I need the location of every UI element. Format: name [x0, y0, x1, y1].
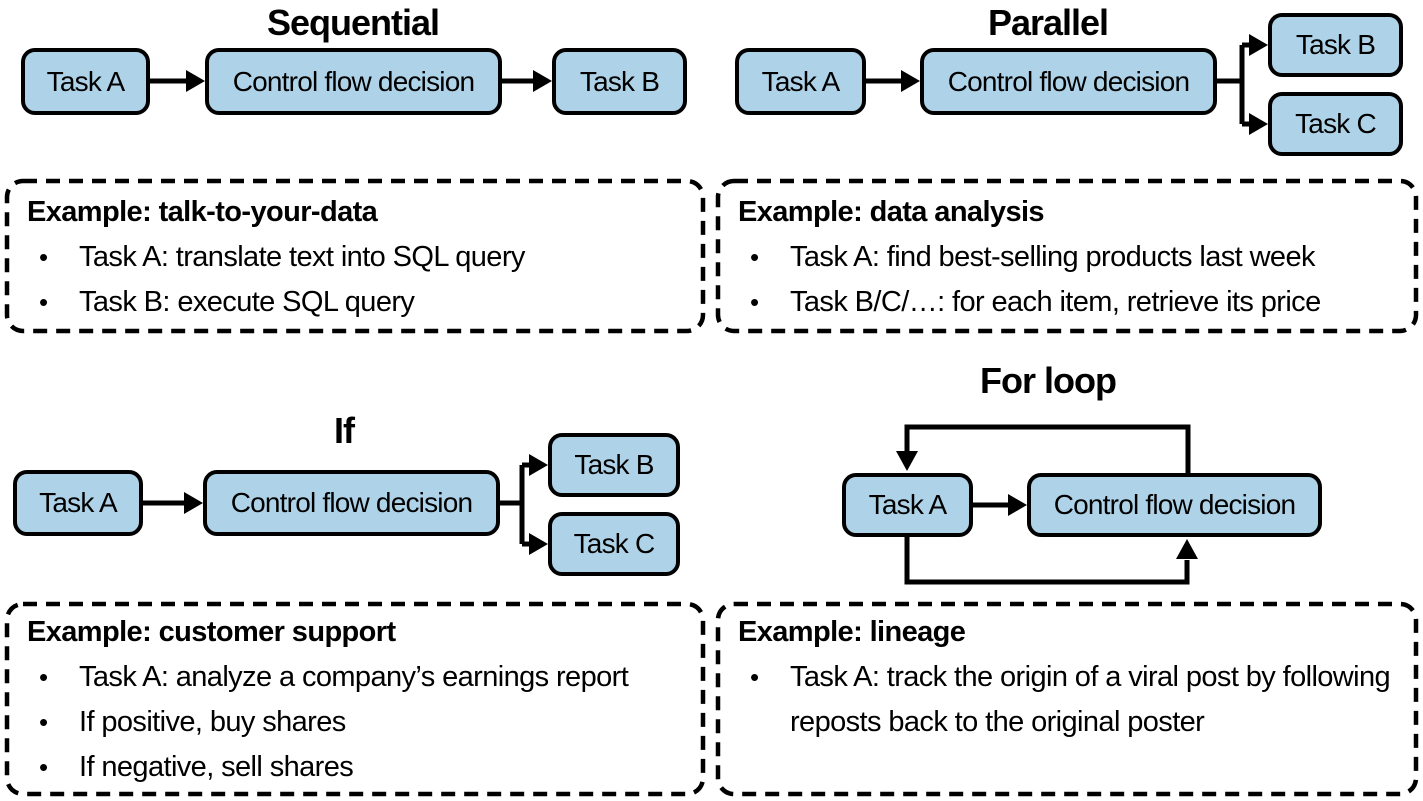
bullet-text: If negative, sell shares: [79, 751, 354, 783]
bullet-icon: •: [750, 242, 760, 272]
arrow-parallel-taska-to-decision: [866, 70, 920, 92]
node-label: Task A: [868, 489, 947, 520]
loop-back-top-connector: [896, 424, 1191, 473]
example-box-data-analysis: Example: data analysis • Task A: find be…: [718, 181, 1416, 331]
example-box-lineage: Example: lineage • Task A: track the ori…: [718, 604, 1416, 794]
bullet-text: Task B/C/…: for each item, retrieve its …: [790, 286, 1321, 318]
arrow-forloop-taska-to-decision: [973, 494, 1027, 516]
node-control-flow-decision: Control flow decision: [1027, 473, 1322, 537]
bullet-icon: •: [39, 752, 49, 782]
node-task-a: Task A: [21, 48, 150, 115]
diagram-title-parallel: Parallel: [987, 2, 1109, 43]
example-bullet: • Task A: find best-selling products las…: [738, 235, 1398, 280]
arrow-sequential-taska-to-decision: [150, 70, 205, 92]
node-control-flow-decision: Control flow decision: [205, 48, 502, 115]
example-box-borders: [4, 178, 1419, 797]
node-label: Task A: [46, 65, 125, 97]
bullet-icon: •: [750, 662, 760, 692]
example-heading: Example: customer support: [27, 616, 396, 648]
node-label: Control flow decision: [230, 487, 473, 518]
bullet-text: Task A: analyze a company’s earnings rep…: [79, 661, 629, 693]
example-border-customer-support: [4, 601, 706, 797]
node-label: Task C: [573, 528, 656, 559]
example-bullet: • If negative, sell shares: [27, 745, 685, 790]
node-task-b: Task B: [552, 48, 687, 115]
node-label: Task B: [579, 65, 660, 97]
diagram-title-sequential: Sequential: [266, 2, 440, 43]
node-task-a: Task A: [735, 48, 866, 115]
node-task-a: Task A: [842, 473, 973, 537]
node-label: Control flow decision: [232, 65, 475, 97]
bullet-icon: •: [39, 662, 49, 692]
node-task-a: Task A: [13, 470, 143, 536]
example-heading: Example: talk-to-your-data: [27, 196, 378, 228]
bullet-icon: •: [39, 287, 49, 317]
example-heading: Example: lineage: [738, 616, 966, 648]
node-task-b: Task B: [1268, 13, 1403, 77]
example-box-customer-support: Example: customer support • Task A: anal…: [7, 604, 703, 794]
node-label: Control flow decision: [1053, 489, 1296, 520]
example-bullet: • Task A: analyze a company’s earnings r…: [27, 655, 685, 700]
bullet-icon: •: [39, 707, 49, 737]
bullet-text: Task A: track the origin of a viral post…: [790, 661, 1391, 738]
node-task-b: Task B: [548, 433, 680, 497]
example-border-data-analysis: [715, 178, 1419, 334]
example-border-lineage: [715, 601, 1419, 797]
bullet-text: Task B: execute SQL query: [79, 286, 415, 318]
loop-back-bottom-connector: [904, 537, 1198, 585]
example-heading: Example: data analysis: [738, 196, 1045, 228]
node-label: Control flow decision: [947, 65, 1190, 97]
node-label: Task B: [1295, 29, 1376, 60]
example-bullet: • Task A: translate text into SQL query: [27, 235, 685, 280]
bullet-text: Task A: translate text into SQL query: [79, 241, 525, 273]
branch-connector-parallel: [1217, 34, 1268, 135]
node-label: Task C: [1295, 108, 1377, 139]
node-label: Task A: [39, 487, 117, 518]
bullet-icon: •: [750, 287, 760, 317]
example-box-talk-to-your-data: Example: talk-to-your-data • Task A: tra…: [7, 181, 703, 331]
bullet-icon: •: [39, 242, 49, 272]
diagram-title-if: If: [334, 410, 355, 451]
example-bullet: • Task B/C/…: for each item, retrieve it…: [738, 280, 1398, 325]
arrow-if-taska-to-decision: [143, 492, 203, 514]
node-label: Task B: [574, 449, 654, 480]
example-border-talk-to-your-data: [4, 178, 706, 334]
example-bullet: • If positive, buy shares: [27, 700, 685, 745]
node-control-flow-decision: Control flow decision: [920, 48, 1217, 115]
example-bullet: • Task A: track the origin of a viral po…: [738, 655, 1398, 745]
bullet-text: Task A: find best-selling products last …: [790, 241, 1315, 273]
arrow-sequential-decision-to-taskb: [502, 70, 552, 92]
node-task-c: Task C: [548, 512, 680, 576]
example-bullet: • Task B: execute SQL query: [27, 280, 685, 325]
node-label: Task A: [761, 65, 840, 97]
bullet-text: If positive, buy shares: [79, 706, 346, 738]
node-control-flow-decision: Control flow decision: [203, 470, 500, 536]
node-task-c: Task C: [1268, 92, 1403, 156]
branch-connector-if: [500, 454, 548, 555]
diagram-title-for-loop: For loop: [980, 360, 1117, 401]
